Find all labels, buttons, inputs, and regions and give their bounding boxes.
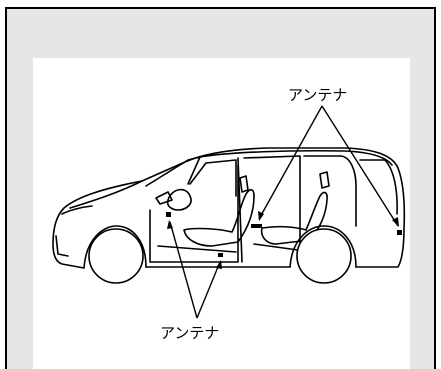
leader-top-to-rear-gate <box>321 105 399 227</box>
front-wheel <box>88 228 144 284</box>
floor-rear <box>253 243 299 251</box>
leader-lines <box>169 105 399 319</box>
arrowhead-rear-gate <box>392 217 399 227</box>
antenna-markers <box>166 212 402 257</box>
sliding-door <box>243 155 301 263</box>
leader-bottom-to-front-door <box>169 221 198 319</box>
rear-wheel <box>296 228 352 284</box>
arrowhead-floor <box>216 260 222 269</box>
antenna-marker-floor <box>218 253 223 257</box>
floor-front <box>157 245 237 253</box>
antenna-marker-front-door <box>166 212 171 217</box>
steering-wheel <box>166 188 192 211</box>
rear-wheel-arch <box>289 225 357 268</box>
front-seat <box>183 188 255 247</box>
antenna-label-top: アンテナ <box>288 86 347 104</box>
side-mirror <box>155 191 173 205</box>
arrowheads <box>167 211 399 269</box>
rear-headrest <box>319 171 330 189</box>
leader-top-to-rear-seat <box>258 105 323 220</box>
figure-panel <box>33 58 410 369</box>
front-wheel-arch <box>83 225 147 269</box>
arrowhead-front-door <box>167 220 173 229</box>
rear-window <box>359 159 398 215</box>
antenna-label-bottom: アンテナ <box>160 324 219 342</box>
antenna-marker-rear-seat <box>251 224 262 228</box>
wheels <box>88 228 352 284</box>
rear-seat <box>260 191 328 245</box>
front-bumper <box>55 235 69 257</box>
headlight <box>61 205 93 215</box>
leader-bottom-to-floor <box>196 261 221 319</box>
arrowhead-rear-seat <box>258 211 264 221</box>
hood-line <box>69 180 143 209</box>
front-headrest <box>239 175 249 193</box>
vehicle-outline <box>52 147 406 269</box>
windshield <box>145 156 201 187</box>
front-door <box>149 164 239 263</box>
vehicle-body <box>52 147 406 269</box>
antenna-marker-rear-gate <box>397 230 402 235</box>
rear-quarter <box>303 155 357 227</box>
roof-inner <box>199 149 393 166</box>
front-window <box>189 159 237 197</box>
